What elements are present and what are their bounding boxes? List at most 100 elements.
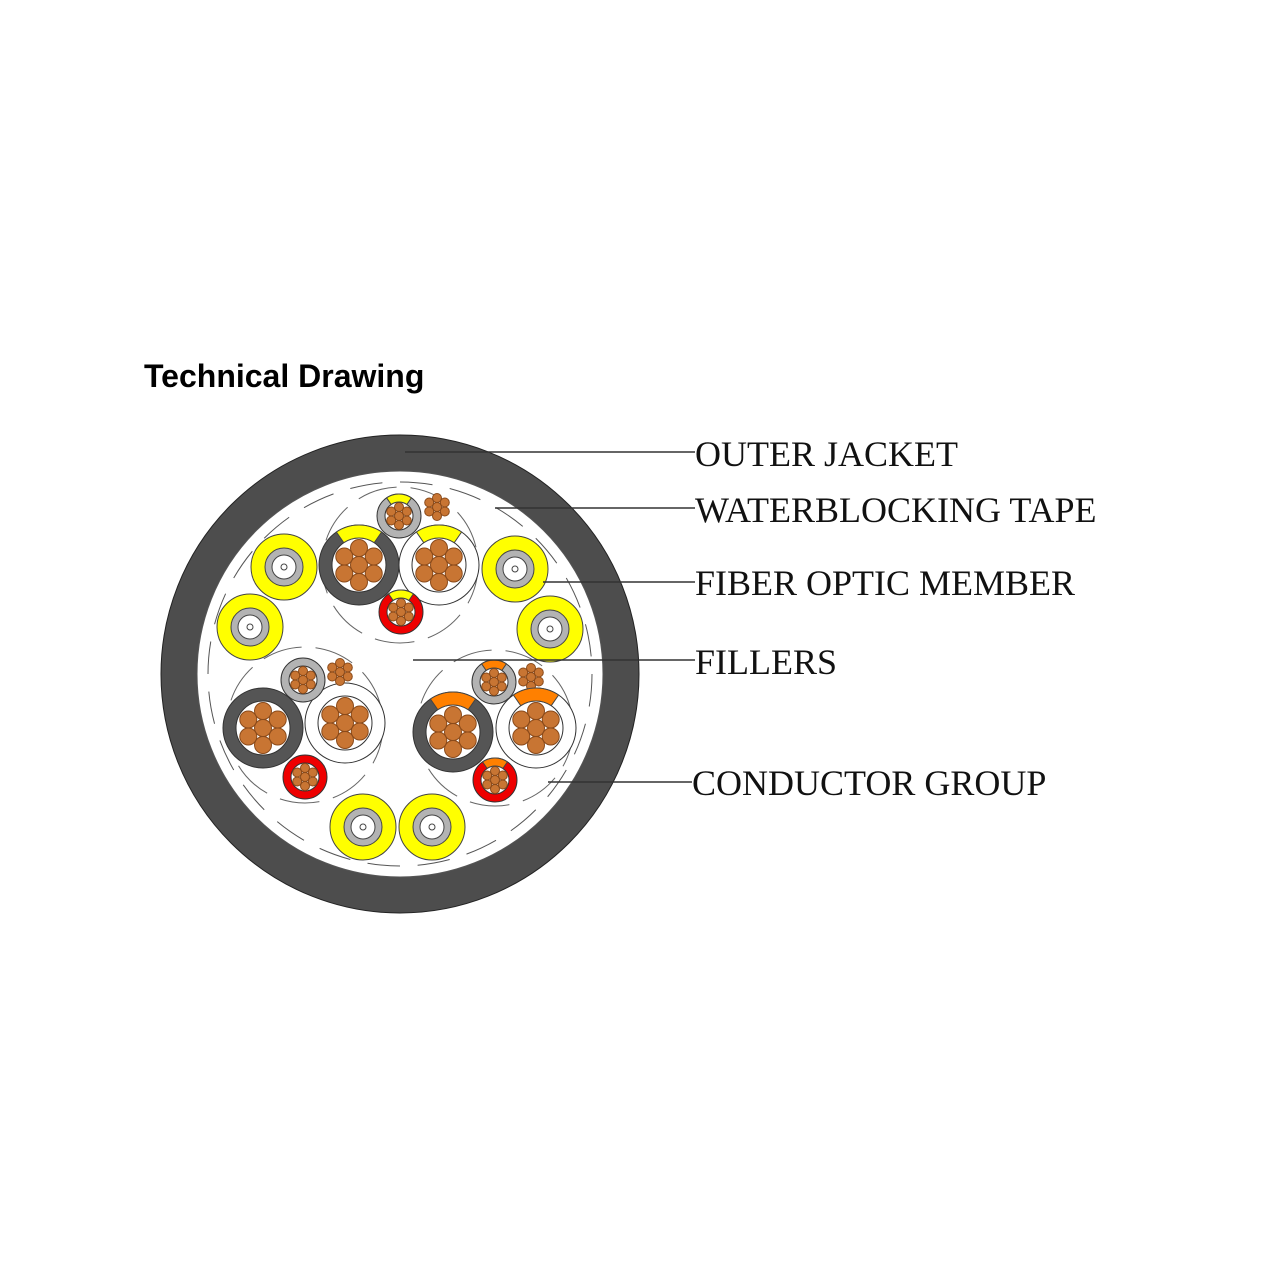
copper-strand bbox=[458, 731, 477, 750]
copper-strand bbox=[458, 714, 477, 733]
fiber-core bbox=[359, 823, 367, 831]
waterblocking-tape-wrap bbox=[367, 862, 401, 867]
copper-strand bbox=[541, 727, 560, 746]
waterblocking-tape-wrap bbox=[510, 809, 537, 832]
waterblocking-tape-wrap bbox=[263, 516, 290, 539]
copper-strand bbox=[321, 705, 340, 724]
fiber-core bbox=[280, 563, 288, 571]
bare-drain-wire bbox=[424, 493, 450, 521]
copper-strand bbox=[526, 663, 536, 673]
copper-strand bbox=[268, 710, 287, 729]
copper-strand bbox=[424, 506, 435, 517]
copper-strand bbox=[444, 740, 462, 758]
conductor-large-strands bbox=[512, 702, 560, 754]
copper-strand bbox=[292, 776, 303, 787]
fiber-core bbox=[511, 565, 519, 573]
copper-strand bbox=[490, 784, 500, 794]
waterblocking-tape-wrap bbox=[547, 769, 567, 798]
copper-strand bbox=[336, 731, 354, 749]
copper-strand bbox=[489, 686, 499, 696]
copper-strand bbox=[512, 727, 531, 746]
copper-strand bbox=[401, 506, 412, 517]
fiber-optic-member bbox=[216, 593, 284, 661]
copper-strand bbox=[439, 497, 450, 508]
copper-strand bbox=[527, 719, 545, 737]
conductor-small-strands bbox=[292, 763, 318, 791]
copper-strand bbox=[321, 722, 340, 741]
label-fiber-optic-member: FIBER OPTIC MEMBER bbox=[695, 563, 1075, 603]
copper-strand bbox=[430, 539, 448, 557]
conductor-small-strands bbox=[386, 502, 412, 530]
copper-strand bbox=[481, 681, 492, 692]
waterblocking-tape-wrap bbox=[399, 481, 433, 486]
waterblocking-tape-wrap bbox=[233, 550, 253, 579]
copper-strand bbox=[388, 611, 399, 622]
waterblocking-tape-wrap bbox=[565, 577, 581, 608]
copper-strand bbox=[336, 697, 354, 715]
conductor-large-strands bbox=[415, 539, 463, 591]
copper-strand bbox=[396, 616, 406, 626]
conductor-large-strands bbox=[321, 697, 369, 749]
copper-strand bbox=[239, 710, 258, 729]
color-marker bbox=[512, 687, 560, 707]
label-waterblocking-tape: WATERBLOCKING TAPE bbox=[695, 490, 1096, 530]
waterblocking-tape-wrap bbox=[535, 537, 558, 564]
copper-strand bbox=[444, 706, 462, 724]
copper-strand bbox=[307, 767, 318, 778]
copper-strand bbox=[518, 676, 529, 687]
copper-strand bbox=[386, 506, 397, 517]
copper-strand bbox=[482, 770, 493, 781]
copper-strand bbox=[305, 670, 316, 681]
copper-strand bbox=[364, 564, 383, 583]
fiber-optic-member bbox=[398, 793, 466, 861]
color-marker bbox=[429, 691, 477, 711]
copper-strand bbox=[298, 666, 308, 676]
copper-strand bbox=[481, 672, 492, 683]
copper-strand bbox=[350, 556, 368, 574]
copper-strand bbox=[533, 667, 544, 678]
bare-drain-wire bbox=[327, 658, 353, 686]
copper-strand bbox=[403, 602, 414, 613]
conductor-small-strands bbox=[481, 668, 507, 696]
conductor-small-strands bbox=[482, 766, 508, 794]
copper-strand bbox=[254, 702, 272, 720]
copper-strand bbox=[300, 763, 310, 773]
waterblocking-tape-wrap bbox=[242, 784, 265, 811]
copper-strand bbox=[444, 564, 463, 583]
waterblocking-tape-wrap bbox=[219, 740, 235, 771]
copper-strand bbox=[388, 602, 399, 613]
copper-strand bbox=[415, 547, 434, 566]
copper-strand bbox=[336, 714, 354, 732]
bare-drain-wire bbox=[518, 663, 544, 691]
color-marker bbox=[415, 524, 463, 544]
waterblocking-tape-wrap bbox=[214, 593, 227, 625]
copper-strand bbox=[527, 702, 545, 720]
waterblocking-tape-wrap bbox=[276, 821, 305, 841]
waterblocking-tape-wrap bbox=[303, 493, 334, 509]
copper-strand bbox=[254, 736, 272, 754]
copper-strand bbox=[396, 598, 406, 608]
copper-strand bbox=[430, 573, 448, 591]
label-conductor-group: CONDUCTOR GROUP bbox=[692, 763, 1046, 803]
conductor-large-strands bbox=[335, 539, 383, 591]
fiber-optic-member bbox=[481, 535, 549, 603]
fiber-optic-member bbox=[250, 533, 318, 601]
copper-strand bbox=[239, 727, 258, 746]
copper-strand bbox=[327, 662, 338, 673]
copper-strand bbox=[482, 779, 493, 790]
fiber-optic-member bbox=[329, 793, 397, 861]
copper-strand bbox=[424, 497, 435, 508]
copper-strand bbox=[350, 722, 369, 741]
waterblocking-tape-wrap bbox=[350, 482, 383, 490]
copper-strand bbox=[298, 684, 308, 694]
copper-strand bbox=[342, 662, 353, 673]
copper-strand bbox=[490, 766, 500, 776]
copper-strand bbox=[430, 556, 448, 574]
copper-strand bbox=[432, 493, 442, 503]
waterblocking-tape-wrap bbox=[588, 673, 593, 707]
copper-strand bbox=[327, 671, 338, 682]
copper-strand bbox=[541, 710, 560, 729]
label-outer-jacket: OUTER JACKET bbox=[695, 434, 958, 474]
copper-strand bbox=[335, 547, 354, 566]
